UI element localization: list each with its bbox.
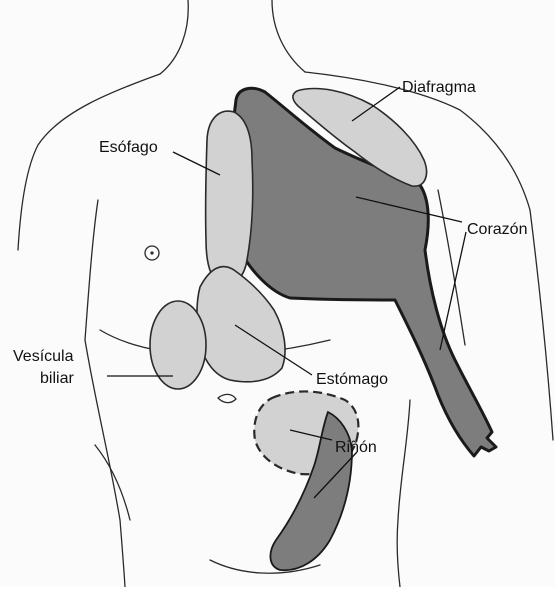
esofago-label: Esófago <box>99 139 158 156</box>
vesicula-label-line1: Vesícula <box>13 348 74 365</box>
right-waist-line <box>397 400 410 587</box>
left-nipple-center <box>150 251 153 254</box>
left-shoulder-line <box>18 74 160 250</box>
neck-left-line <box>160 0 188 74</box>
neck-right-line <box>272 0 305 72</box>
esophagus-region <box>206 111 253 285</box>
left-waist-line <box>85 340 125 587</box>
left-arm-inner-line <box>85 200 98 340</box>
diafragma-label: Diafragma <box>402 79 476 96</box>
corazon-leader-lower <box>440 232 466 350</box>
vesicula-label-line2: biliar <box>40 370 74 387</box>
rinon-label: Riñón <box>335 439 377 456</box>
corazon-label: Corazón <box>467 221 527 238</box>
right-arm-inner-line <box>438 190 465 345</box>
estomago-label: Estómago <box>316 371 388 388</box>
right-arm-outer-line <box>530 210 553 440</box>
navel-icon <box>218 394 236 402</box>
